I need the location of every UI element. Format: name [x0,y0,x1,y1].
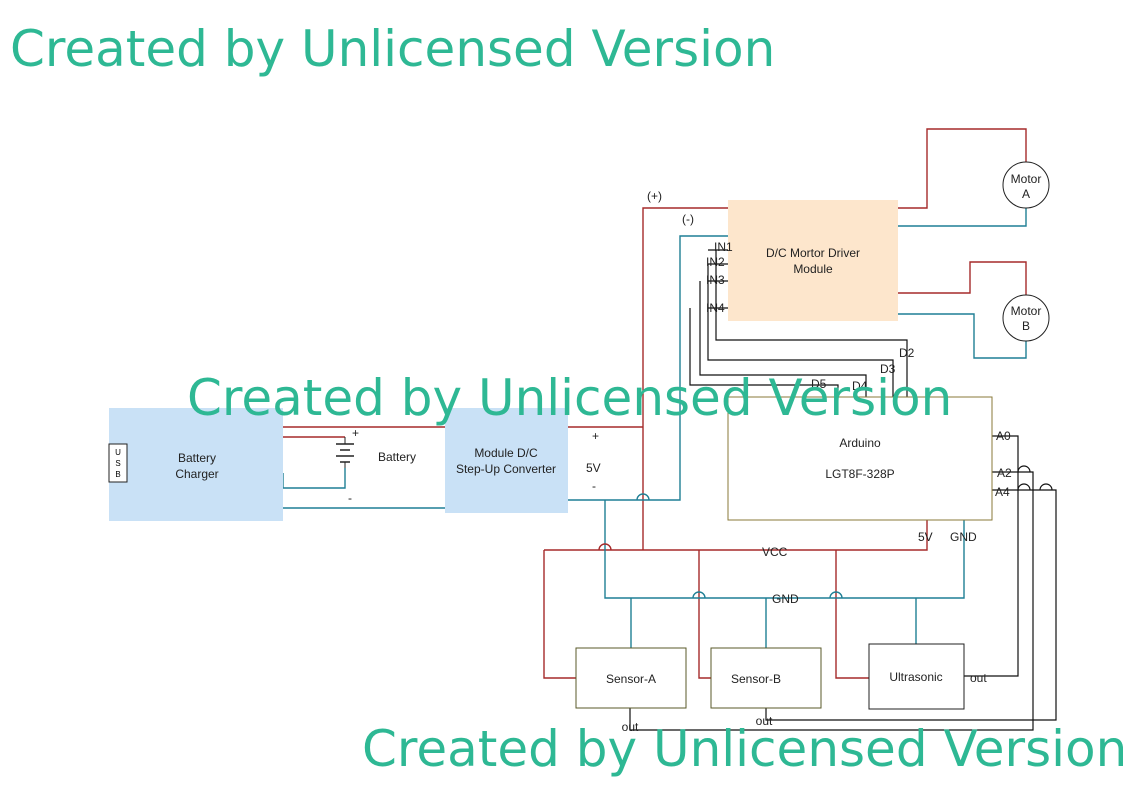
sensor-a-out-pin: out [622,720,639,734]
step-up-voltage: 5V [586,461,601,475]
usb-letter-s: S [115,459,120,468]
pin-in3: IN3 [706,273,725,287]
pin-5v: 5V [918,530,933,544]
pin-in1: IN1 [714,240,733,254]
battery-charger-label-line1: Battery [178,451,216,465]
motor-driver-label-line1: D/C Mortor Driver [766,246,860,260]
motor-driver-label-line2: Module [793,262,833,276]
step-up-label-line1: Module D/C [474,446,538,460]
watermark-middle: Created by Unlicensed Version [187,369,953,427]
step-up-minus-sign: - [592,479,596,493]
motor-driver-pins: IN1 IN2 IN3 IN4 [706,240,733,315]
step-up-label-line2: Step-Up Converter [456,462,556,476]
step-up-plus-sign: + [592,429,599,443]
battery-label: Battery [378,450,416,464]
battery: + - Battery [336,426,416,505]
step-up-converter: Module D/C Step-Up Converter + 5V - [445,408,601,513]
arduino-model: LGT8F-328P [825,467,894,481]
motor-b-label-line2: B [1022,319,1030,333]
ultrasonic-sensor: Ultrasonic out [868,643,987,710]
pin-d4: D4 [852,379,868,393]
pin-a2: A2 [997,466,1012,480]
usb-port: U S B [108,443,128,483]
watermark-bottom: Created by Unlicensed Version [362,720,1123,778]
usb-letter-b: B [115,470,120,479]
motor-a-label-line2: A [1022,187,1030,201]
usb-letter-u: U [115,448,121,457]
pin-a0: A0 [996,429,1011,443]
sensor-b-out-pin: out [756,714,773,728]
pin-d2: D2 [899,346,915,360]
sensor-b-label: Sensor-B [731,672,781,686]
sensor-a: Sensor-A out [575,647,687,734]
pin-d3: D3 [880,362,896,376]
motor-a-label-line1: Motor [1011,172,1042,186]
arduino-board: Arduino LGT8F-328P [727,396,993,521]
battery-charger-label-line2: Charger [175,467,218,481]
positive-net-label: (+) [647,189,662,203]
arduino-label: Arduino [839,436,881,450]
arduino-pins: D2 D3 D4 D5 A0 A2 A4 5V GND [811,346,1012,544]
pin-d5: D5 [811,377,827,391]
ultrasonic-label: Ultrasonic [889,670,942,684]
sensor-a-label: Sensor-A [606,672,656,686]
pin-a4: A4 [995,485,1010,499]
pin-in2: IN2 [706,255,725,269]
wire-crossovers [598,465,1053,599]
battery-plus-sign: + [352,426,359,440]
watermark-top: Created by Unlicensed Version [10,20,776,78]
vcc-net-label: VCC [762,545,788,559]
ultrasonic-out-pin: out [970,671,987,685]
signal-wires [629,249,1057,731]
negative-net-label: (-) [682,212,694,226]
pin-gnd: GND [950,530,977,544]
motor-a: Motor A [1002,161,1050,209]
sensor-b: Sensor-B out [710,647,822,728]
battery-charger: Battery Charger [109,408,283,521]
pin-in4: IN4 [706,301,725,315]
motor-b: Motor B [1002,294,1050,342]
gnd-net-label: GND [772,592,799,606]
motor-driver-module: D/C Mortor Driver Module [728,200,898,321]
battery-minus-sign: - [348,491,352,505]
positive-wires [283,128,1027,679]
motor-b-label-line1: Motor [1011,304,1042,318]
